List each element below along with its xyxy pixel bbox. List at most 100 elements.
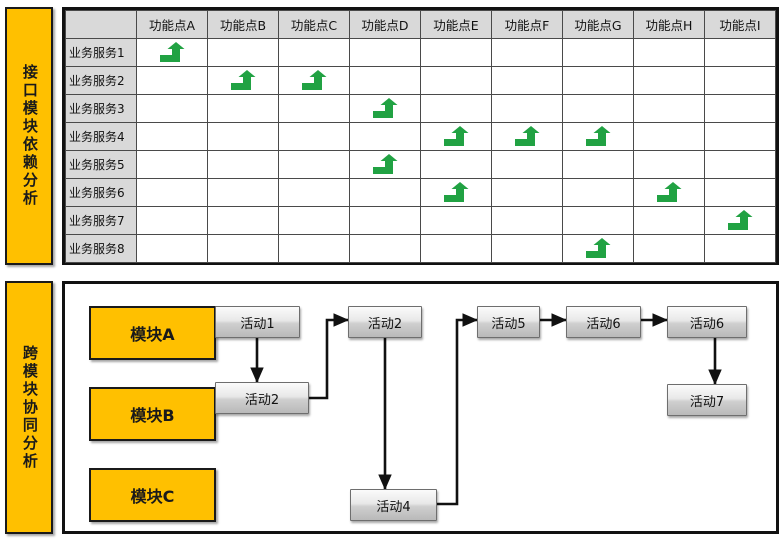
matrix-cell-empty bbox=[562, 206, 634, 235]
matrix-cell-empty bbox=[278, 94, 350, 123]
matrix-column-header: 功能点D bbox=[349, 10, 421, 39]
matrix-corner-cell bbox=[65, 10, 137, 39]
activity-box-a5[interactable]: 活动5 bbox=[477, 306, 540, 338]
matrix-row-header: 业务服务8 bbox=[65, 234, 137, 263]
activity-box-a4[interactable]: 活动4 bbox=[350, 489, 437, 521]
flow-canvas: 模块A 模块B 模块C 活动1 活动2 活动2 活动4 活动5 活动6 活动6 活动7 bbox=[65, 284, 776, 531]
matrix-cell-empty bbox=[562, 178, 634, 207]
matrix-cell-empty bbox=[704, 38, 776, 67]
matrix-cell-empty bbox=[136, 66, 208, 95]
matrix-cell-empty bbox=[491, 38, 563, 67]
matrix-cell-marked bbox=[136, 38, 208, 67]
matrix-cell-marked bbox=[633, 178, 705, 207]
matrix-cell-empty bbox=[349, 178, 421, 207]
matrix-cell-empty bbox=[349, 38, 421, 67]
activity-box-a6b[interactable]: 活动6 bbox=[667, 306, 747, 338]
matrix-cell-empty bbox=[633, 150, 705, 179]
green-up-arrow-icon bbox=[229, 70, 257, 90]
green-up-arrow-icon bbox=[371, 154, 399, 174]
matrix-cell-marked bbox=[562, 122, 634, 151]
matrix-row: 业务服务6 bbox=[65, 178, 776, 207]
matrix-cell-empty bbox=[420, 66, 492, 95]
green-up-arrow-icon bbox=[584, 238, 612, 258]
green-up-arrow-icon bbox=[371, 98, 399, 118]
matrix-cell-empty bbox=[491, 178, 563, 207]
matrix-row-header: 业务服务4 bbox=[65, 122, 137, 151]
matrix-cell-empty bbox=[704, 178, 776, 207]
matrix-row-header: 业务服务3 bbox=[65, 94, 137, 123]
matrix-cell-empty bbox=[704, 234, 776, 263]
matrix-row-header: 业务服务7 bbox=[65, 206, 137, 235]
matrix-cell-empty bbox=[633, 206, 705, 235]
green-up-arrow-icon bbox=[726, 210, 754, 230]
matrix-cell-empty bbox=[633, 234, 705, 263]
module-box[interactable]: 模块B bbox=[89, 387, 216, 441]
matrix-cell-empty bbox=[278, 206, 350, 235]
matrix-cell-empty bbox=[207, 122, 279, 151]
section-banner-label: 跨模块协同分析 bbox=[20, 344, 39, 471]
matrix-row-header: 业务服务2 bbox=[65, 66, 137, 95]
matrix-row-header: 业务服务1 bbox=[65, 38, 137, 67]
matrix-cell-empty bbox=[136, 122, 208, 151]
matrix-column-header: 功能点I bbox=[704, 10, 776, 39]
matrix-cell-empty bbox=[207, 38, 279, 67]
matrix-cell-empty bbox=[349, 122, 421, 151]
activity-box-a2b[interactable]: 活动2 bbox=[215, 382, 309, 414]
matrix-cell-marked bbox=[420, 178, 492, 207]
edge-a4-a5 bbox=[437, 313, 479, 506]
green-up-arrow-icon bbox=[158, 42, 186, 62]
matrix-cell-empty bbox=[633, 66, 705, 95]
matrix-cell-empty bbox=[136, 94, 208, 123]
matrix-row: 业务服务5 bbox=[65, 150, 776, 179]
matrix-column-header: 功能点G bbox=[562, 10, 634, 39]
matrix-cell-empty bbox=[491, 150, 563, 179]
activity-box-a2t[interactable]: 活动2 bbox=[348, 306, 422, 338]
section-banner-label: 接口模块依赖分析 bbox=[20, 64, 39, 208]
matrix-column-header: 功能点E bbox=[420, 10, 492, 39]
matrix-cell-empty bbox=[704, 122, 776, 151]
matrix-cell-marked bbox=[349, 150, 421, 179]
module-box[interactable]: 模块A bbox=[89, 306, 216, 360]
matrix-cell-empty bbox=[491, 206, 563, 235]
matrix-cell-empty bbox=[136, 234, 208, 263]
green-up-arrow-icon bbox=[442, 182, 470, 202]
matrix-cell-empty bbox=[420, 38, 492, 67]
matrix-cell-empty bbox=[207, 150, 279, 179]
matrix-cell-marked bbox=[420, 122, 492, 151]
matrix-cell-marked bbox=[704, 206, 776, 235]
matrix-row: 业务服务7 bbox=[65, 206, 776, 235]
matrix-cell-empty bbox=[278, 234, 350, 263]
matrix-row-header: 业务服务5 bbox=[65, 150, 137, 179]
matrix-cell-empty bbox=[207, 206, 279, 235]
matrix-cell-marked bbox=[278, 66, 350, 95]
matrix-cell-marked bbox=[349, 94, 421, 123]
matrix-row: 业务服务2 bbox=[65, 66, 776, 95]
green-up-arrow-icon bbox=[655, 182, 683, 202]
matrix-cell-empty bbox=[420, 234, 492, 263]
section-banner-interface-dependency: 接口模块依赖分析 bbox=[5, 7, 53, 265]
matrix-cell-empty bbox=[278, 150, 350, 179]
matrix-cell-empty bbox=[491, 94, 563, 123]
activity-box-a1[interactable]: 活动1 bbox=[215, 306, 300, 338]
matrix-row: 业务服务8 bbox=[65, 234, 776, 263]
activity-box-a6a[interactable]: 活动6 bbox=[566, 306, 641, 338]
activity-box-a7[interactable]: 活动7 bbox=[667, 384, 747, 416]
matrix-cell-empty bbox=[278, 178, 350, 207]
matrix-cell-empty bbox=[349, 206, 421, 235]
edge-a2b-a2t bbox=[309, 313, 350, 400]
matrix-cell-empty bbox=[207, 94, 279, 123]
green-up-arrow-icon bbox=[513, 126, 541, 146]
green-up-arrow-icon bbox=[300, 70, 328, 90]
matrix-cell-empty bbox=[207, 178, 279, 207]
matrix-column-header: 功能点F bbox=[491, 10, 563, 39]
green-up-arrow-icon bbox=[442, 126, 470, 146]
matrix-column-header: 功能点H bbox=[633, 10, 705, 39]
matrix-cell-empty bbox=[562, 66, 634, 95]
matrix-cell-marked bbox=[562, 234, 634, 263]
module-box[interactable]: 模块C bbox=[89, 468, 216, 522]
matrix-row: 业务服务1 bbox=[65, 38, 776, 67]
